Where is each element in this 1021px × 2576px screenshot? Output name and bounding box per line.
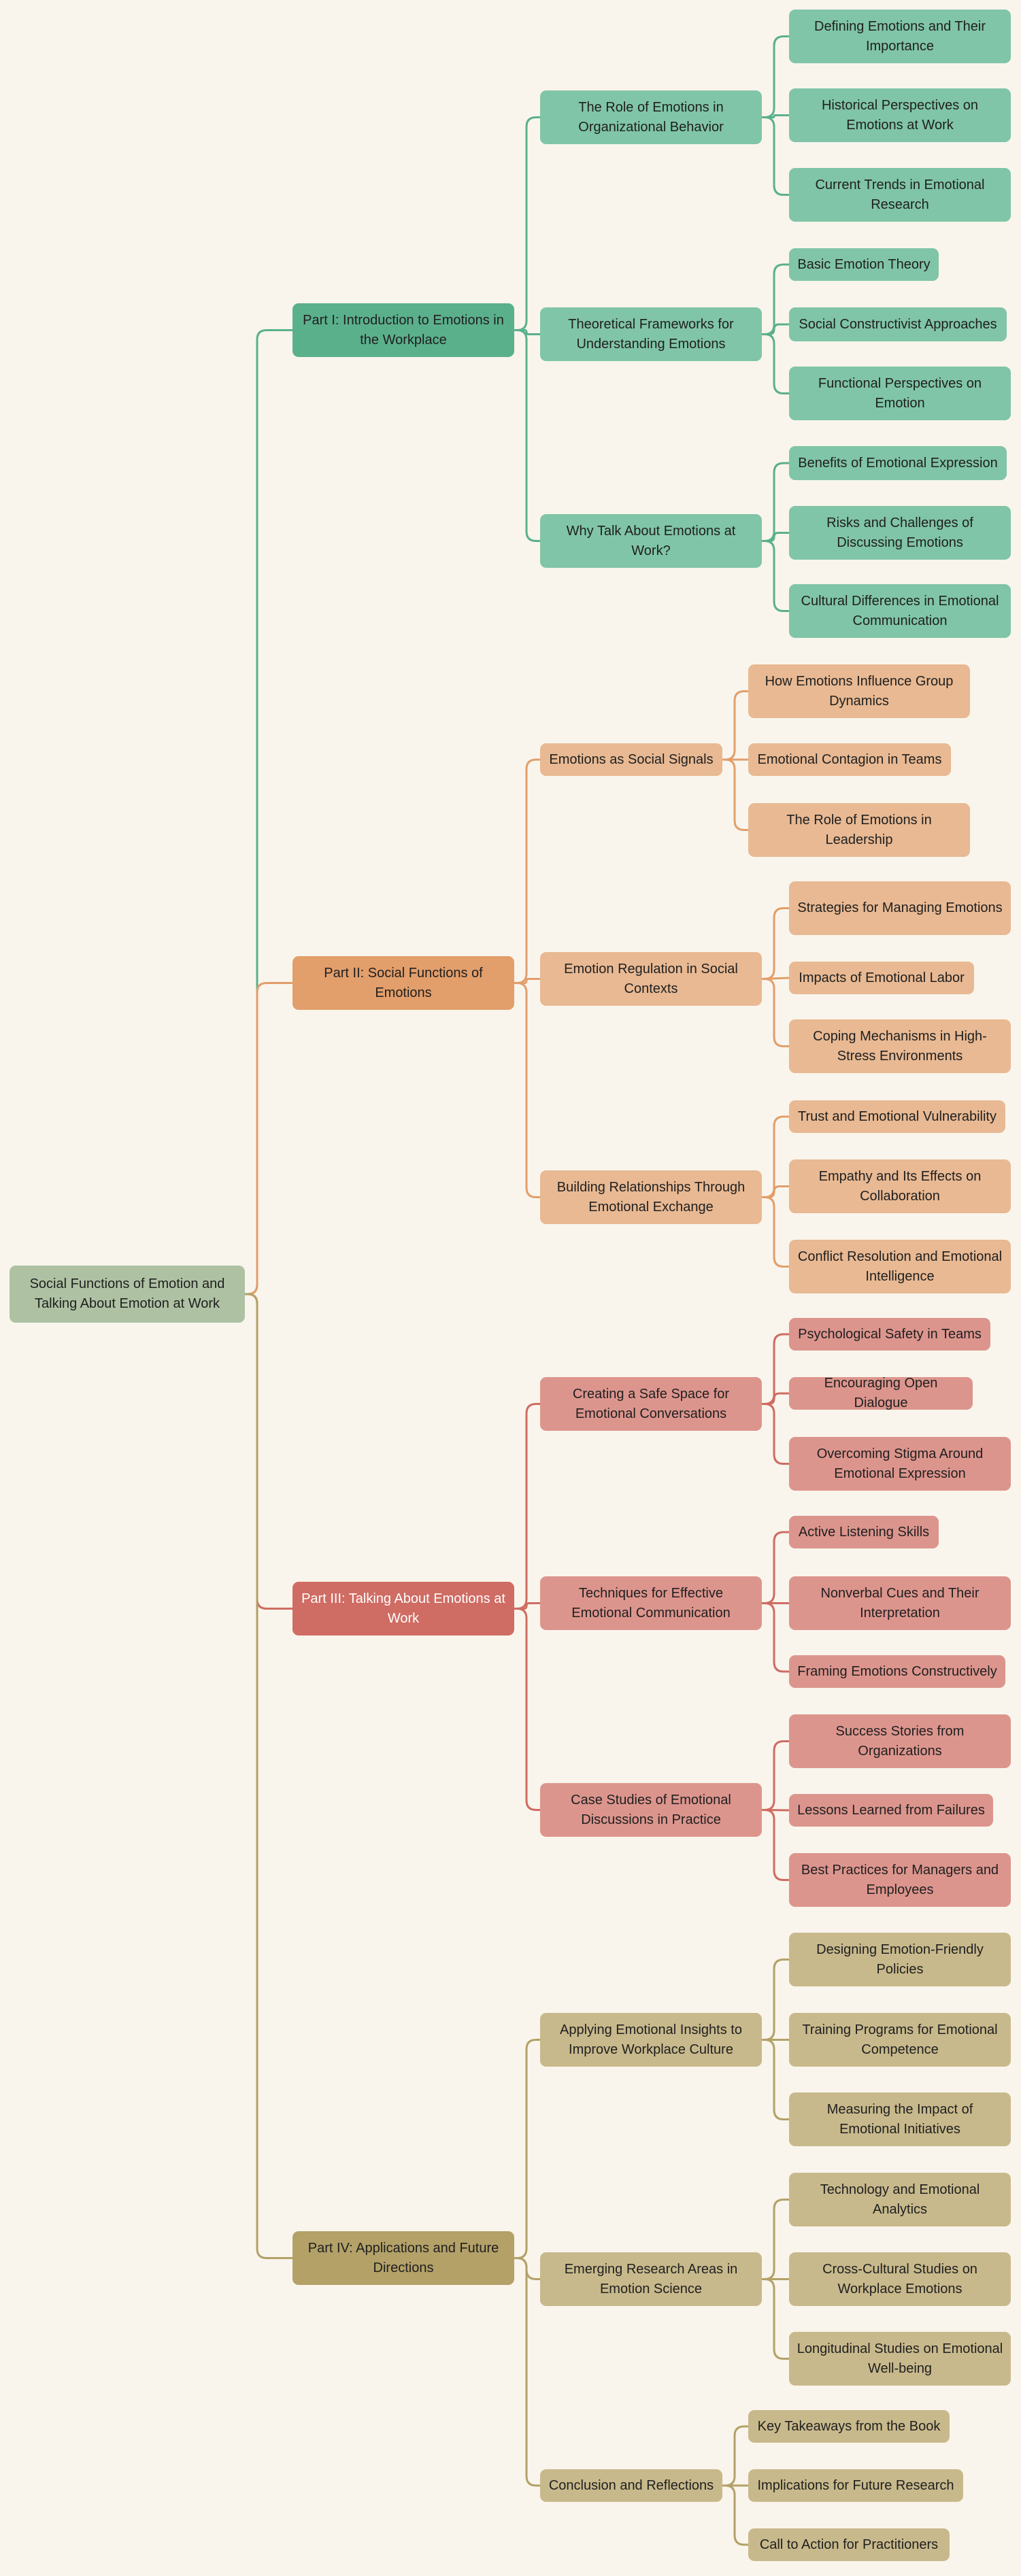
part-4-chapter-1-topic-2-node: Training Programs for Emotional Competen… (789, 2013, 1011, 2067)
part-1-chapter-3-topic-2-node: Risks and Challenges of Discussing Emoti… (789, 506, 1011, 560)
part-4-chapter-1-topic-1-node: Designing Emotion-Friendly Policies (789, 1933, 1011, 1986)
edge-part-1-chapter-2-to-topic-2 (762, 323, 789, 335)
part-1-chapter-2-topic-1-node: Basic Emotion Theory (789, 248, 939, 281)
edge-part-1-to-chapter-3 (514, 329, 540, 542)
edge-part-1-to-chapter-2 (514, 329, 540, 335)
part-2-chapter-1-node: Emotions as Social Signals (540, 743, 722, 776)
part-4-chapter-3-node: Conclusion and Reflections (540, 2469, 722, 2502)
edge-part-2-chapter-3-to-topic-2 (762, 1185, 789, 1198)
edge-part-3-to-chapter-2 (514, 1602, 540, 1610)
part-1-chapter-1-topic-3-node: Current Trends in Emotional Research (789, 168, 1011, 222)
part-1-chapter-2-topic-2-node: Social Constructivist Approaches (789, 307, 1007, 341)
part-2-chapter-3-topic-2-node: Empathy and Its Effects on Collaboration (789, 1159, 1011, 1213)
part-3-chapter-2-topic-3-node: Framing Emotions Constructively (789, 1655, 1005, 1688)
part-3-chapter-2-topic-1-node: Active Listening Skills (789, 1516, 939, 1548)
part-3-chapter-3-topic-2-node: Lessons Learned from Failures (789, 1794, 993, 1827)
edge-root-to-part-3 (245, 1293, 292, 1610)
edge-part-3-chapter-1-to-topic-2 (762, 1392, 789, 1405)
part-3-chapter-3-topic-3-node: Best Practices for Managers and Employee… (789, 1853, 1011, 1907)
edge-part-1-chapter-1-to-topic-2 (762, 114, 789, 118)
part-4-chapter-2-topic-1-node: Technology and Emotional Analytics (789, 2173, 1011, 2226)
part-1-node: Part I: Introduction to Emotions in the … (292, 303, 514, 357)
part-1-chapter-2-node: Theoretical Frameworks for Understanding… (540, 307, 762, 361)
edge-part-1-chapter-3-to-topic-3 (762, 540, 789, 612)
edge-part-3-chapter-1-to-topic-3 (762, 1403, 789, 1465)
part-4-chapter-3-topic-2-node: Implications for Future Research (748, 2469, 963, 2502)
edge-part-4-to-chapter-1 (514, 2039, 540, 2259)
part-3-chapter-1-topic-1-node: Psychological Safety in Teams (789, 1318, 990, 1351)
edge-root-to-part-1 (245, 329, 292, 1295)
edge-part-3-to-chapter-1 (514, 1403, 540, 1610)
edge-part-4-chapter-2-to-topic-1 (762, 2199, 789, 2280)
edge-part-2-chapter-1-to-topic-1 (722, 690, 748, 761)
part-2-chapter-3-node: Building Relationships Through Emotional… (540, 1170, 762, 1224)
edge-part-2-chapter-3-to-topic-1 (762, 1115, 789, 1198)
part-3-chapter-2-topic-2-node: Nonverbal Cues and Their Interpretation (789, 1576, 1011, 1630)
part-1-chapter-1-topic-2-node: Historical Perspectives on Emotions at W… (789, 88, 1011, 142)
part-4-chapter-2-topic-2-node: Cross-Cultural Studies on Workplace Emot… (789, 2252, 1011, 2306)
root-node: Social Functions of Emotion and Talking … (10, 1266, 245, 1323)
edge-part-2-chapter-3-to-topic-3 (762, 1196, 789, 1268)
part-1-chapter-3-node: Why Talk About Emotions at Work? (540, 514, 762, 568)
edge-part-4-chapter-1-to-topic-3 (762, 2039, 789, 2120)
part-4-chapter-1-node: Applying Emotional Insights to Improve W… (540, 2013, 762, 2067)
part-4-chapter-2-node: Emerging Research Areas in Emotion Scien… (540, 2252, 762, 2306)
edge-part-4-chapter-3-to-topic-3 (722, 2484, 748, 2546)
part-4-node: Part IV: Applications and Future Directi… (292, 2231, 514, 2285)
edge-part-4-chapter-1-to-topic-1 (762, 1959, 789, 2041)
part-3-chapter-3-topic-1-node: Success Stories from Organizations (789, 1714, 1011, 1768)
part-3-chapter-1-node: Creating a Safe Space for Emotional Conv… (540, 1377, 762, 1431)
part-2-chapter-2-topic-2-node: Impacts of Emotional Labor (789, 962, 974, 994)
edge-part-2-chapter-2-to-topic-3 (762, 978, 789, 1047)
edge-part-1-chapter-3-to-topic-1 (762, 462, 789, 542)
part-2-chapter-2-node: Emotion Regulation in Social Contexts (540, 952, 762, 1006)
part-3-chapter-2-node: Techniques for Effective Emotional Commu… (540, 1576, 762, 1630)
part-2-chapter-3-topic-3-node: Conflict Resolution and Emotional Intell… (789, 1240, 1011, 1293)
edge-part-3-chapter-2-to-topic-3 (762, 1602, 789, 1673)
edge-part-1-to-chapter-1 (514, 116, 540, 331)
edge-part-1-chapter-2-to-topic-3 (762, 333, 789, 394)
edge-root-to-part-4 (245, 1293, 292, 2259)
edge-part-2-chapter-2-to-topic-1 (762, 907, 789, 980)
part-1-chapter-2-topic-3-node: Functional Perspectives on Emotion (789, 367, 1011, 420)
edge-part-2-chapter-1-to-topic-3 (722, 758, 748, 831)
part-2-chapter-1-topic-2-node: Emotional Contagion in Teams (748, 743, 951, 776)
part-4-chapter-2-topic-3-node: Longitudinal Studies on Emotional Well-b… (789, 2332, 1011, 2386)
edge-part-3-to-chapter-3 (514, 1608, 540, 1811)
part-3-chapter-1-topic-2-node: Encouraging Open Dialogue (789, 1376, 973, 1410)
part-2-chapter-2-topic-1-node: Strategies for Managing Emotions (789, 881, 1011, 935)
part-2-chapter-2-topic-3-node: Coping Mechanisms in High-Stress Environ… (789, 1019, 1011, 1073)
edge-part-3-chapter-2-to-topic-1 (762, 1531, 789, 1604)
part-2-chapter-1-topic-3-node: The Role of Emotions in Leadership (748, 803, 970, 857)
edge-part-2-to-chapter-2 (514, 978, 540, 984)
part-4-chapter-3-topic-3-node: Call to Action for Practitioners (748, 2528, 950, 2561)
part-1-chapter-1-topic-1-node: Defining Emotions and Their Importance (789, 10, 1011, 63)
edge-part-1-chapter-3-to-topic-2 (762, 532, 789, 542)
part-3-chapter-1-topic-3-node: Overcoming Stigma Around Emotional Expre… (789, 1437, 1011, 1491)
part-4-chapter-1-topic-3-node: Measuring the Impact of Emotional Initia… (789, 2092, 1011, 2146)
part-3-node: Part III: Talking About Emotions at Work (292, 1582, 514, 1636)
edge-part-3-chapter-3-to-topic-3 (762, 1809, 789, 1881)
part-3-chapter-3-node: Case Studies of Emotional Discussions in… (540, 1783, 762, 1837)
edge-part-3-chapter-3-to-topic-1 (762, 1740, 789, 1811)
part-4-chapter-3-topic-1-node: Key Takeaways from the Book (748, 2410, 950, 2443)
edge-part-1-chapter-1-to-topic-3 (762, 116, 789, 196)
part-1-chapter-1-node: The Role of Emotions in Organizational B… (540, 90, 762, 144)
edge-part-2-to-chapter-1 (514, 758, 540, 984)
edge-part-4-chapter-2-to-topic-3 (762, 2278, 789, 2360)
part-1-chapter-3-topic-3-node: Cultural Differences in Emotional Commun… (789, 584, 1011, 638)
edge-part-2-to-chapter-3 (514, 982, 540, 1198)
part-1-chapter-3-topic-1-node: Benefits of Emotional Expression (789, 446, 1007, 480)
part-2-chapter-1-topic-1-node: How Emotions Influence Group Dynamics (748, 664, 970, 718)
part-2-chapter-3-topic-1-node: Trust and Emotional Vulnerability (789, 1100, 1005, 1133)
edge-part-4-chapter-3-to-topic-1 (722, 2425, 748, 2487)
edge-root-to-part-2 (245, 982, 292, 1295)
part-2-node: Part II: Social Functions of Emotions (292, 956, 514, 1010)
edge-part-4-to-chapter-3 (514, 2257, 540, 2487)
edge-part-1-chapter-1-to-topic-1 (762, 35, 789, 118)
